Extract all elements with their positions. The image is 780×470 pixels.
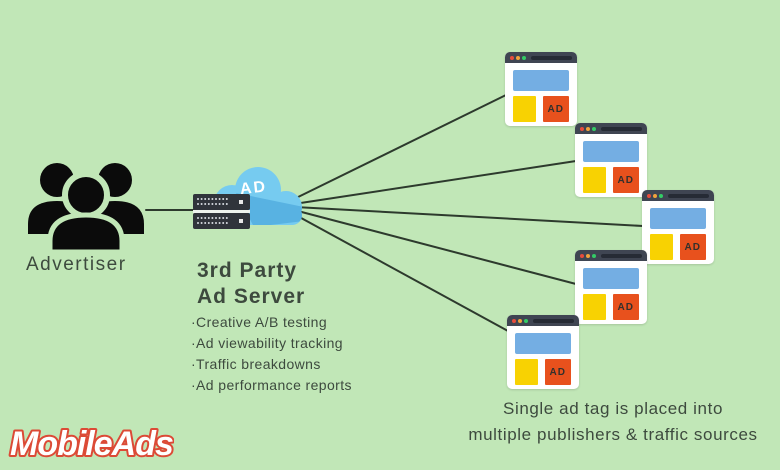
window-dot-green [659, 193, 663, 198]
publisher-window: AD [575, 250, 647, 324]
content-block [583, 167, 606, 193]
ad-server-title: 3rd Party Ad Server [197, 258, 305, 311]
window-dot-yellow [586, 126, 590, 131]
server-icon [193, 194, 250, 229]
publisher-window: AD [642, 190, 714, 264]
logo-text: MobileAds [10, 425, 173, 463]
window-titlebar [505, 52, 577, 63]
content-banner [583, 268, 639, 289]
content-banner [513, 70, 569, 91]
ad-server-title-line2: Ad Server [197, 285, 306, 309]
cloud-ad-label: AD [239, 178, 268, 198]
window-dot-red [580, 126, 584, 131]
window-dot-green [592, 253, 596, 258]
ad-slot-label: AD [684, 241, 701, 253]
publishers-caption: Single ad tag is placed into multiple pu… [448, 396, 778, 447]
content-block [515, 359, 538, 385]
content-block [513, 96, 536, 122]
feature-item: ·Ad viewability tracking [191, 335, 343, 351]
caption-line2: multiple publishers & traffic sources [468, 424, 758, 444]
window-dot-green [592, 126, 596, 131]
ad-slot-label: AD [617, 301, 634, 313]
address-bar [601, 126, 642, 131]
window-titlebar [507, 315, 579, 326]
window-titlebar [642, 190, 714, 201]
window-titlebar [575, 250, 647, 261]
window-titlebar [575, 123, 647, 134]
address-bar [601, 253, 642, 258]
window-dot-red [512, 318, 516, 323]
window-dot-yellow [586, 253, 590, 258]
ad-slot-label: AD [617, 174, 634, 186]
publisher-window: AD [505, 52, 577, 126]
ad-slot-label: AD [547, 103, 564, 115]
window-dot-red [580, 253, 584, 258]
content-banner [650, 208, 706, 229]
ad-slot: AD [612, 167, 639, 193]
people-group-icon [28, 163, 144, 252]
ad-slot-label: AD [549, 366, 566, 378]
window-dot-red [647, 193, 651, 198]
caption-line1: Single ad tag is placed into [503, 399, 723, 418]
content-banner [583, 141, 639, 162]
window-dot-yellow [518, 318, 522, 323]
address-bar [668, 193, 709, 198]
address-bar [533, 318, 574, 323]
ad-slot: AD [612, 294, 639, 320]
address-bar [531, 55, 572, 60]
content-banner [515, 333, 571, 354]
content-block [583, 294, 606, 320]
window-dot-green [522, 55, 526, 60]
ad-server-features: ·Creative A/B testing ·Ad viewability tr… [191, 312, 352, 396]
feature-item: ·Ad performance reports [191, 377, 352, 393]
window-dot-red [510, 55, 514, 60]
content-block [650, 234, 673, 260]
advertiser-label: Advertiser [26, 254, 127, 275]
ad-slot: AD [544, 359, 571, 385]
ad-slot: AD [679, 234, 706, 260]
publisher-window: AD [507, 315, 579, 389]
feature-item: ·Creative A/B testing [191, 314, 328, 330]
mobileads-logo: MobileAds [8, 423, 174, 465]
window-dot-yellow [516, 55, 520, 60]
publisher-window: AD [575, 123, 647, 197]
window-dot-yellow [653, 193, 657, 198]
ad-server-title-line1: 3rd Party [197, 259, 298, 282]
window-dot-green [524, 318, 528, 323]
feature-item: ·Traffic breakdowns [191, 356, 321, 372]
ad-slot: AD [542, 96, 569, 122]
